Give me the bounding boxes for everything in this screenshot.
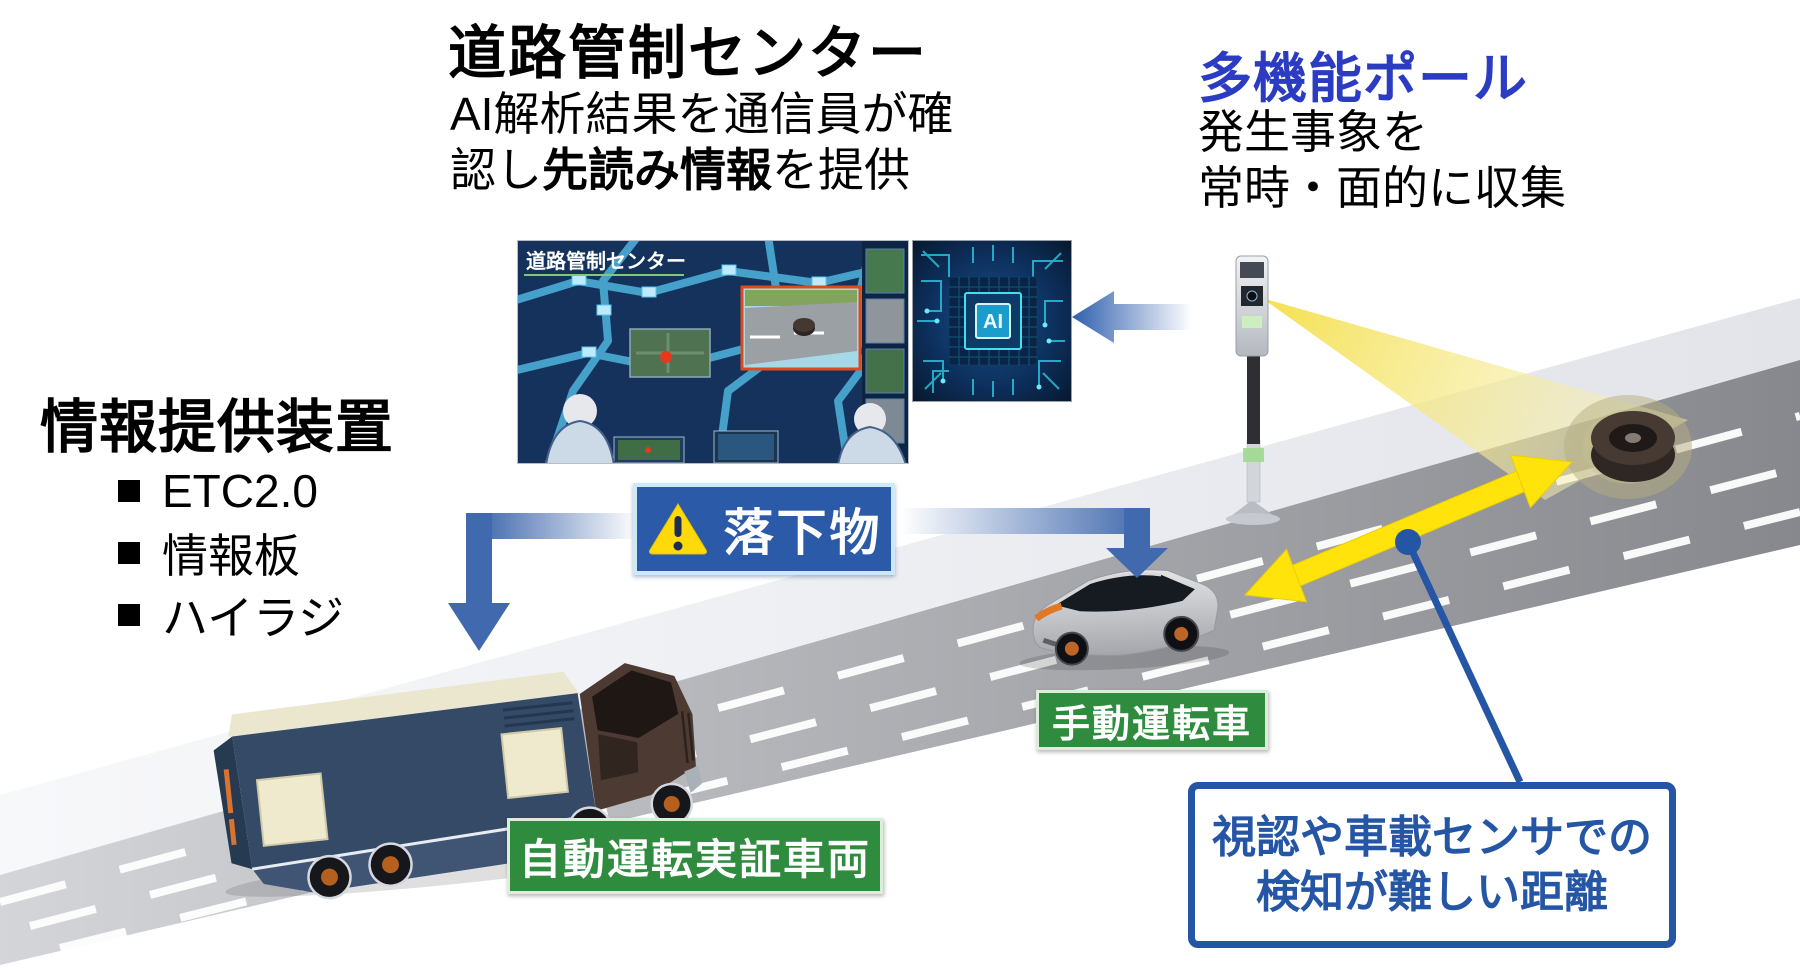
camera-inset [740, 285, 862, 371]
list-item: ETC2.0 [118, 460, 344, 522]
circuit-traces [917, 245, 1065, 397]
operator-left [545, 394, 615, 463]
warning-triangle-icon [648, 503, 707, 555]
info-item-label: ハイラジ [162, 592, 345, 644]
arrow-pole-to-ai [1072, 291, 1192, 343]
manual-car-label: 手動運転車 [1036, 690, 1268, 750]
pole-sensor-slot [1240, 262, 1264, 278]
desk-monitors [613, 430, 779, 463]
pole-desc-line1: 発生事象を [1198, 106, 1428, 158]
callout-leader-line [1395, 529, 1524, 784]
control-center-description: AI解析結果を通信員が確 認し先読み情報を提供 [450, 86, 953, 198]
info-item-label: ETC2.0 [162, 465, 318, 517]
car-illustration [1019, 569, 1230, 671]
multi-function-pole [1226, 255, 1280, 525]
trace-dots [924, 308, 1052, 390]
list-item: 情報板 [118, 522, 344, 584]
screen-label: 道路管制センター [526, 249, 686, 273]
operator-right [837, 403, 907, 463]
map-inset [629, 328, 711, 378]
cc-desc-line2-bold: 先読み情報 [542, 144, 772, 197]
alert-badge-label: 落下物 [723, 505, 883, 561]
auto-truck-label: 自動運転実証車両 [507, 818, 883, 894]
bullet-square-icon [118, 604, 140, 626]
ai-chip-photo: AI [912, 240, 1072, 402]
ai-chip-scene: AI [913, 241, 1071, 401]
car-wheels [1054, 615, 1200, 666]
list-item: ハイラジ [118, 584, 344, 646]
fallen-tire [1564, 395, 1692, 499]
multi-pole-description: 発生事象を 常時・面的に収集 [1198, 104, 1566, 216]
callout-line1: 視認や車載センサでの [1212, 813, 1652, 862]
info-device-title: 情報提供装置 [40, 395, 395, 460]
pole-desc-line2: 常時・面的に収集 [1198, 162, 1566, 215]
car-taillight [1034, 602, 1063, 622]
arrow-to-manual-car [900, 508, 1168, 578]
control-center-photo: 道路管制センター [517, 240, 909, 464]
bullet-square-icon [118, 480, 140, 502]
ai-chip-label: AI [983, 311, 1003, 333]
cc-desc-line2-post: を提供 [772, 144, 910, 197]
falling-object-alert-badge: 落下物 [633, 483, 895, 575]
arrow-to-info-device [448, 513, 638, 651]
callout-line2: 検知が難しい距離 [1256, 868, 1608, 917]
multi-pole-title: 多機能ポール [1198, 49, 1528, 109]
bullet-square-icon [118, 542, 140, 564]
detection-difficulty-callout: 視認や車載センサでの 検知が難しい距離 [1188, 782, 1676, 948]
cc-desc-line2-pre: 認し [450, 144, 542, 197]
control-center-scene: 道路管制センター [518, 241, 908, 463]
cc-desc-line1: AI解析結果を通信員が確 [450, 88, 954, 140]
control-center-title: 道路管制センター [448, 21, 929, 86]
detection-range-arrow [1243, 454, 1574, 603]
info-device-list: ETC2.0 情報板 ハイラジ [118, 460, 344, 646]
info-item-label: 情報板 [162, 530, 300, 582]
